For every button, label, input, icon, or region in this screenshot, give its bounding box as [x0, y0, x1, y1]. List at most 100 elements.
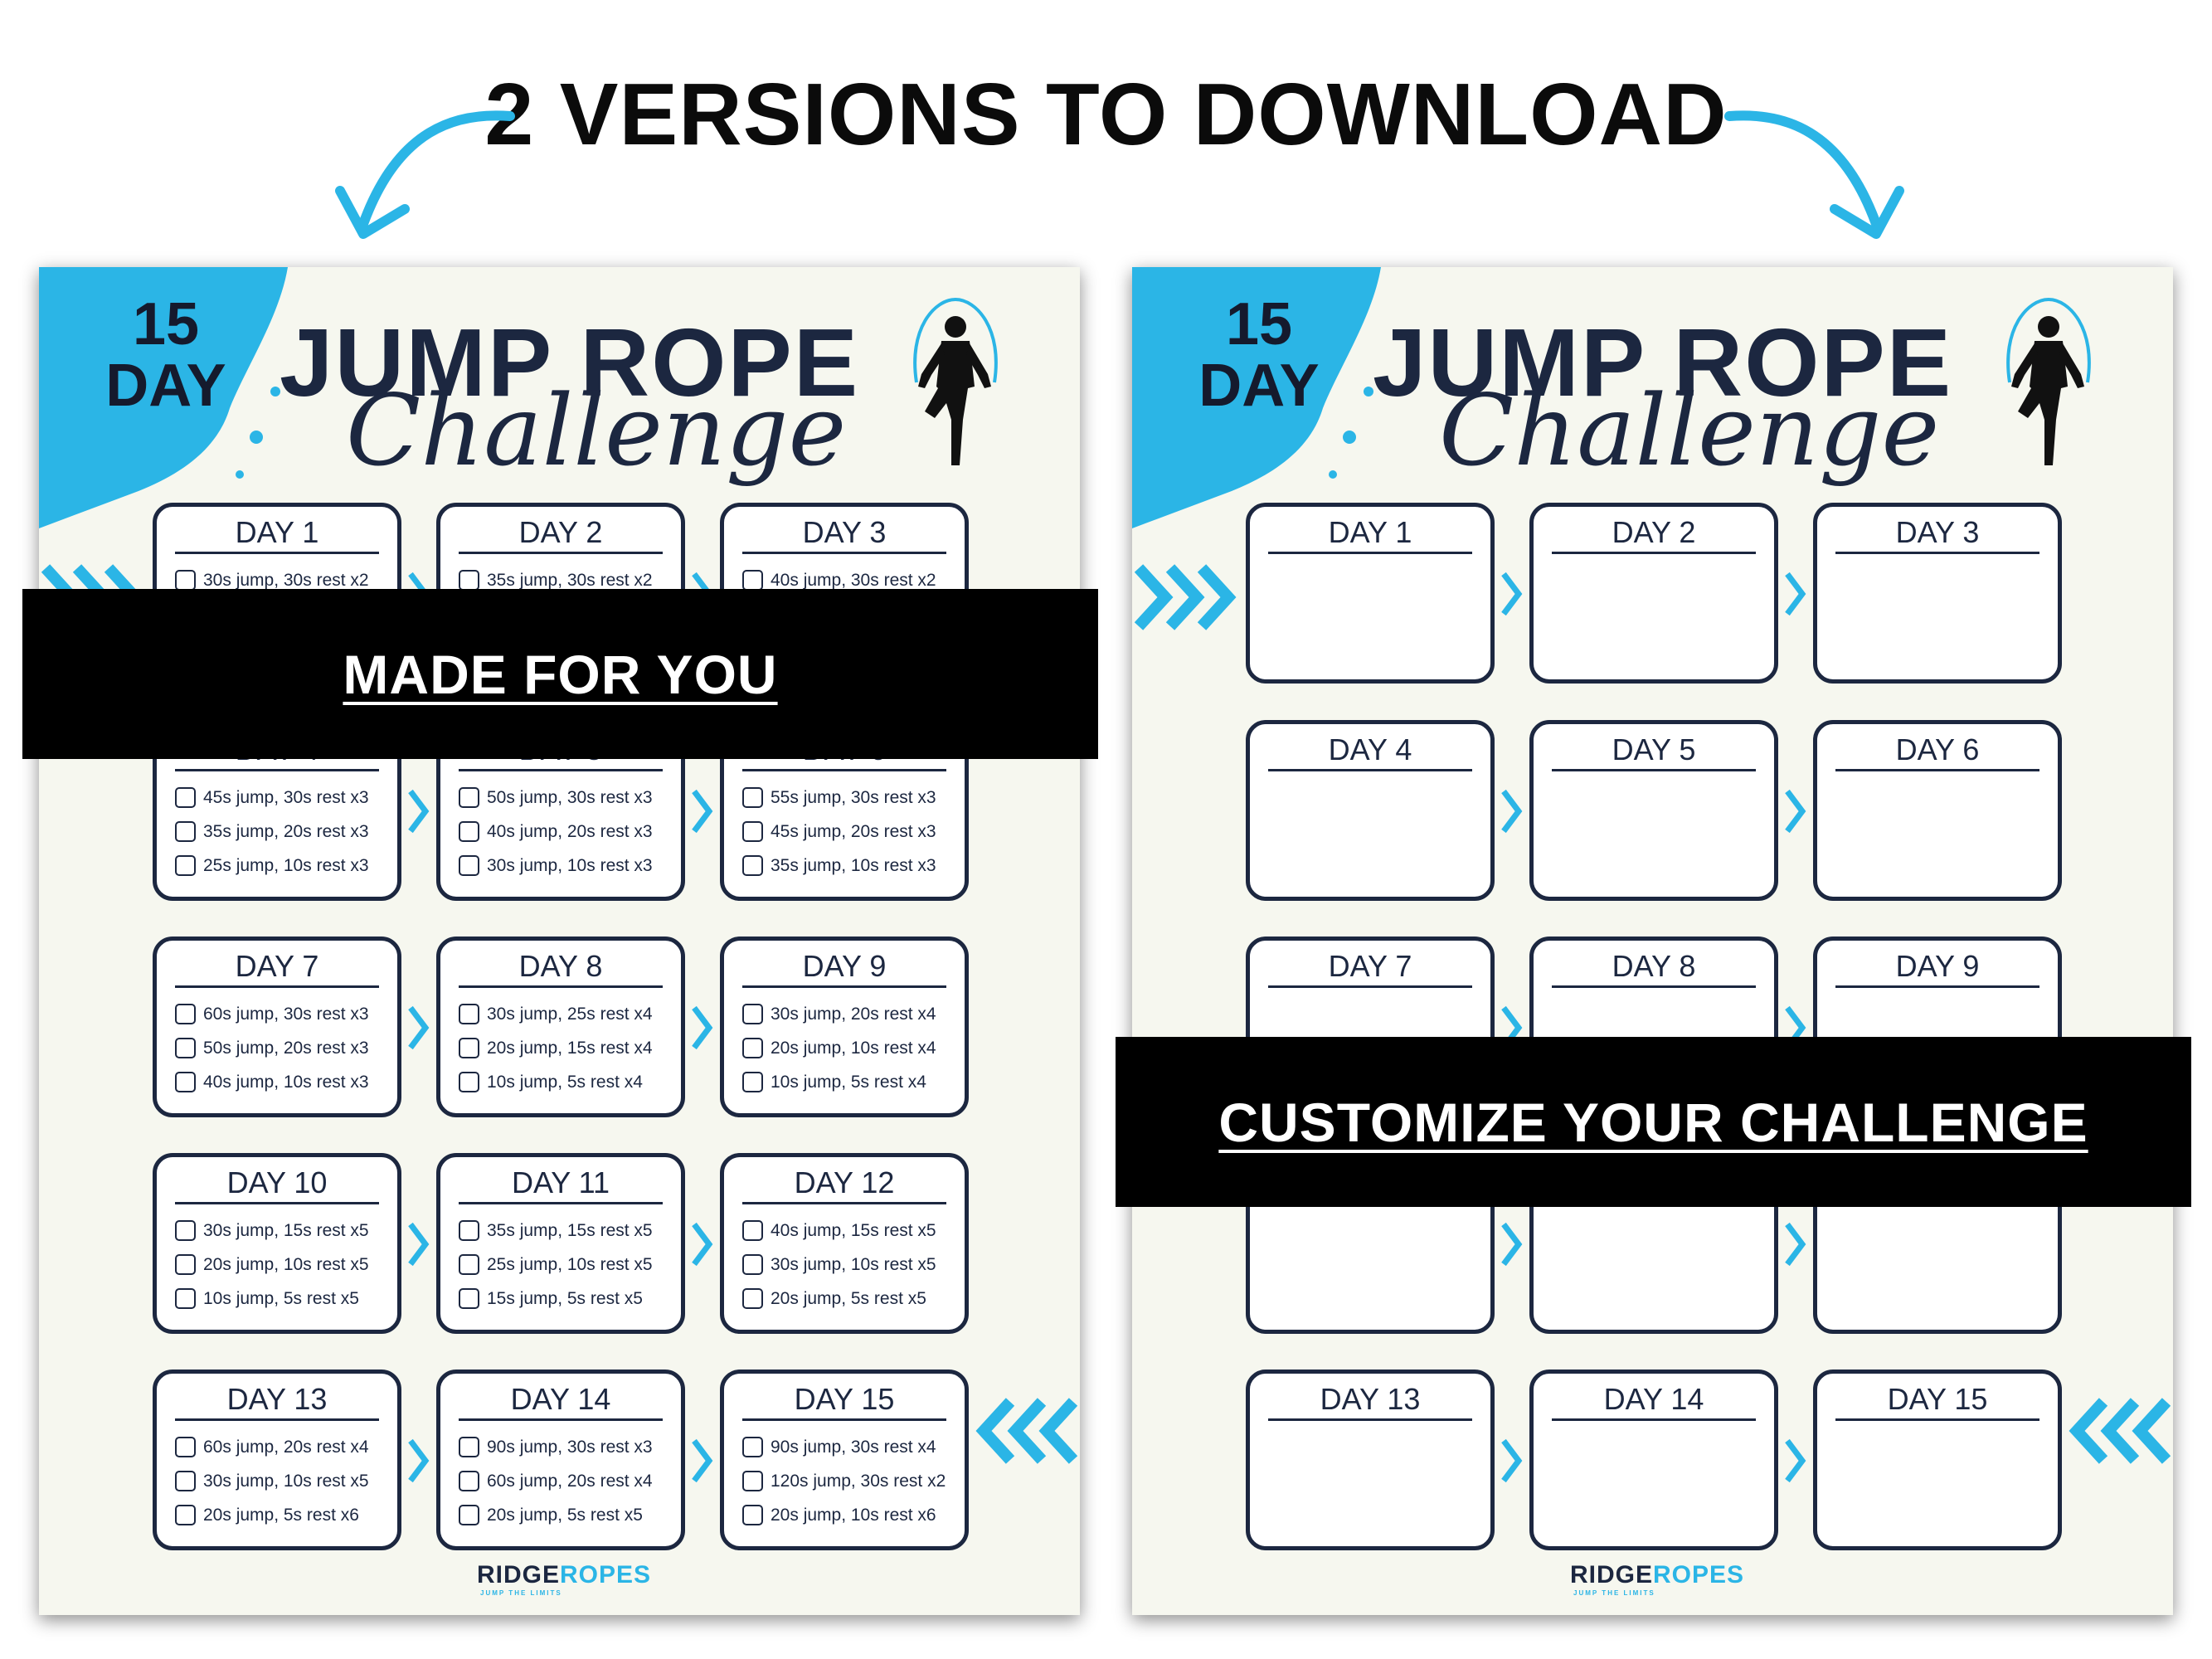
logo-left: RIDGE	[1570, 1561, 1654, 1588]
task-row: 20s jump, 5s rest x5	[742, 1282, 956, 1316]
task-text: 10s jump, 5s rest x4	[771, 1072, 926, 1092]
task-text: 10s jump, 5s rest x4	[487, 1072, 643, 1092]
task-checkbox[interactable]	[742, 1437, 763, 1457]
task-row: 10s jump, 5s rest x4	[742, 1065, 956, 1099]
jump-rope-person-icon	[913, 297, 998, 465]
task-checkbox[interactable]	[742, 1505, 763, 1525]
day-card: DAY 14	[1529, 1370, 1778, 1550]
task-text: 20s jump, 5s rest x5	[487, 1505, 643, 1525]
task-checkbox[interactable]	[459, 821, 479, 842]
task-row: 45s jump, 30s rest x3	[175, 781, 389, 815]
next-day-arrow-icon	[1501, 1222, 1523, 1267]
task-checkbox[interactable]	[459, 570, 479, 591]
task-checkbox[interactable]	[742, 1288, 763, 1309]
day-card: DAY 2	[1529, 503, 1778, 684]
day-card-label: DAY 11	[459, 1165, 663, 1204]
day-card-label: DAY 2	[1552, 515, 1756, 554]
task-checkbox[interactable]	[742, 570, 763, 591]
task-text: 60s jump, 20s rest x4	[487, 1471, 653, 1491]
task-checkbox[interactable]	[459, 1254, 479, 1275]
day-card: DAY 6	[1813, 720, 2062, 901]
task-text: 20s jump, 5s rest x6	[203, 1505, 359, 1525]
logo-tagline: JUMP THE LIMITS	[1573, 1589, 1655, 1597]
task-text: 120s jump, 30s rest x2	[771, 1471, 946, 1491]
task-text: 50s jump, 30s rest x3	[487, 787, 653, 807]
day-card: DAY 13	[1246, 1370, 1495, 1550]
banner-customize: CUSTOMIZE YOUR CHALLENGE	[1116, 1037, 2191, 1207]
task-checkbox[interactable]	[459, 1437, 479, 1457]
task-text: 30s jump, 10s rest x5	[203, 1471, 369, 1491]
task-checkbox[interactable]	[175, 570, 196, 591]
task-checkbox[interactable]	[742, 1471, 763, 1491]
next-day-arrow-icon	[692, 789, 713, 834]
task-checkbox[interactable]	[742, 1220, 763, 1241]
task-text: 40s jump, 30s rest x2	[771, 570, 936, 590]
task-row: 35s jump, 10s rest x3	[742, 849, 956, 883]
task-text: 30s jump, 25s rest x4	[487, 1004, 653, 1024]
next-day-arrow-icon	[1785, 572, 1806, 616]
task-checkbox[interactable]	[175, 1437, 196, 1457]
task-checkbox[interactable]	[742, 821, 763, 842]
task-checkbox[interactable]	[742, 1072, 763, 1092]
task-checkbox[interactable]	[175, 1220, 196, 1241]
day-card-label: DAY 7	[1268, 949, 1472, 988]
day-card-label: DAY 13	[175, 1382, 379, 1421]
banner-made-for-you: MADE FOR YOU	[22, 589, 1098, 759]
task-row: 30s jump, 10s rest x5	[175, 1464, 389, 1498]
task-checkbox[interactable]	[175, 1471, 196, 1491]
task-checkbox[interactable]	[175, 1505, 196, 1525]
task-row: 30s jump, 10s rest x3	[459, 849, 673, 883]
task-text: 45s jump, 30s rest x3	[203, 787, 369, 807]
task-checkbox[interactable]	[459, 1004, 479, 1024]
task-row: 10s jump, 5s rest x5	[175, 1282, 389, 1316]
task-checkbox[interactable]	[175, 1254, 196, 1275]
task-checkbox[interactable]	[175, 855, 196, 876]
task-checkbox[interactable]	[459, 1220, 479, 1241]
task-checkbox[interactable]	[742, 1254, 763, 1275]
next-day-arrow-icon	[692, 1438, 713, 1483]
task-row: 25s jump, 10s rest x3	[175, 849, 389, 883]
task-checkbox[interactable]	[742, 855, 763, 876]
task-checkbox[interactable]	[459, 1288, 479, 1309]
task-checkbox[interactable]	[742, 1038, 763, 1058]
task-checkbox[interactable]	[459, 1072, 479, 1092]
day-card-label: DAY 13	[1268, 1382, 1472, 1421]
task-checkbox[interactable]	[175, 1038, 196, 1058]
task-row: 60s jump, 20s rest x4	[459, 1464, 673, 1498]
badge-word: DAY	[105, 353, 226, 419]
task-checkbox[interactable]	[175, 1004, 196, 1024]
task-text: 60s jump, 20s rest x4	[203, 1437, 369, 1457]
task-checkbox[interactable]	[175, 1072, 196, 1092]
task-checkbox[interactable]	[175, 1288, 196, 1309]
day-card-label: DAY 9	[742, 949, 946, 988]
task-checkbox[interactable]	[459, 787, 479, 808]
chevrons-end-icon	[2069, 1398, 2171, 1464]
task-row: 30s jump, 15s rest x5	[175, 1214, 389, 1248]
task-text: 30s jump, 30s rest x2	[203, 570, 369, 590]
task-checkbox[interactable]	[459, 1471, 479, 1491]
badge-word: DAY	[1198, 353, 1320, 419]
task-checkbox[interactable]	[175, 787, 196, 808]
task-text: 25s jump, 10s rest x3	[203, 855, 369, 875]
day-card: DAY 5	[1529, 720, 1778, 901]
day-card-label: DAY 1	[1268, 515, 1472, 554]
task-checkbox[interactable]	[175, 821, 196, 842]
task-checkbox[interactable]	[459, 1038, 479, 1058]
task-checkbox[interactable]	[459, 855, 479, 876]
logo-left: RIDGE	[477, 1561, 561, 1588]
task-row: 25s jump, 10s rest x5	[459, 1248, 673, 1282]
task-row: 20s jump, 10s rest x5	[175, 1248, 389, 1282]
task-checkbox[interactable]	[459, 1505, 479, 1525]
task-checkbox[interactable]	[742, 1004, 763, 1024]
day-card-label: DAY 15	[742, 1382, 946, 1421]
day-card-label: DAY 7	[175, 949, 379, 988]
task-checkbox[interactable]	[742, 787, 763, 808]
task-text: 10s jump, 5s rest x5	[203, 1288, 359, 1308]
task-row: 15s jump, 5s rest x5	[459, 1282, 673, 1316]
